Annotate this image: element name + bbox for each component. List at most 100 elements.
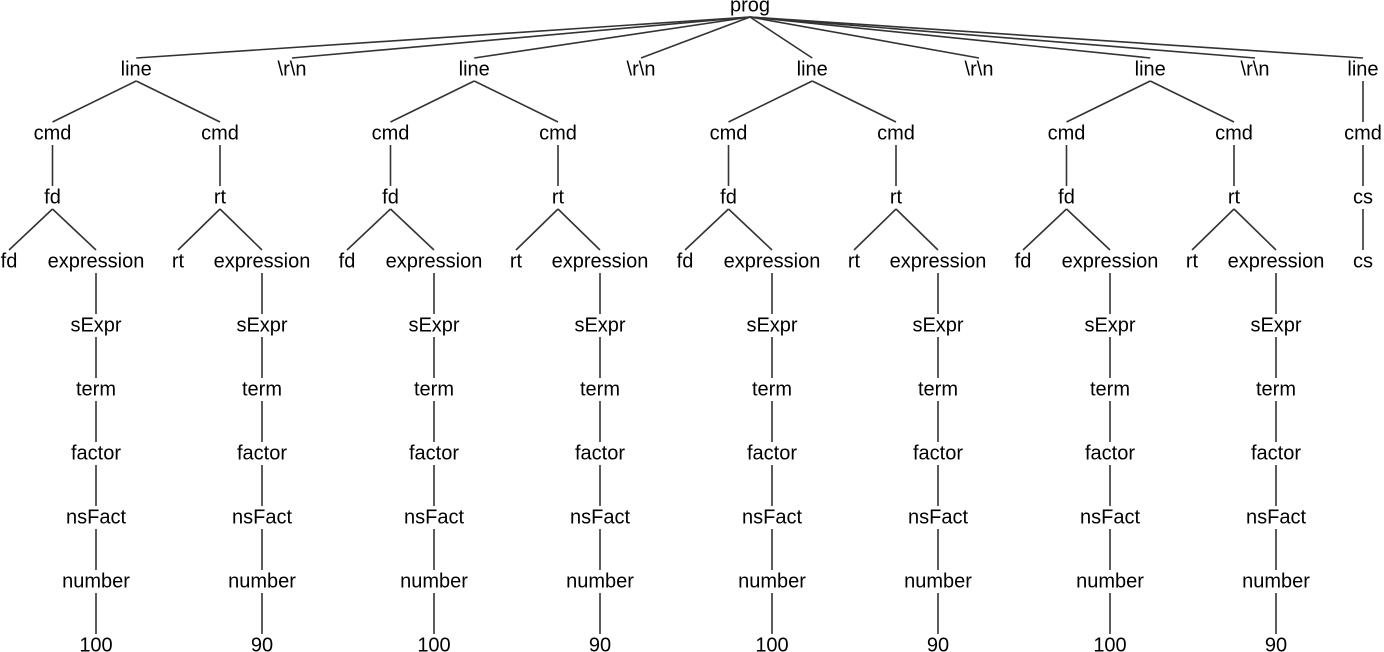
tree-node-line: line [797,58,828,80]
tree-node-expression: expression [386,250,483,272]
tree-node-term: term [414,378,454,400]
tree-node-fd: fd [1015,250,1032,272]
tree-node-line: line [1347,58,1378,80]
tree-edge [557,208,601,251]
tree-node-expression: expression [1062,250,1159,272]
tree-edge [52,80,137,123]
tree-node-nsfact: nsFact [908,506,968,528]
tree-node-number: number [1242,570,1310,592]
tree-node-nsfact: nsFact [742,506,802,528]
tree-node-cmd: cmd [710,122,748,144]
tree-edge [474,16,751,59]
tree-node-cmd: cmd [1215,122,1253,144]
tree-node-nsfact: nsFact [570,506,630,528]
tree-node-sexpr: sExpr [236,314,287,336]
tree-edge [749,16,813,59]
tree-node-sexpr: sExpr [70,314,121,336]
tree-node-number: number [904,570,972,592]
tree-edge [1066,80,1151,123]
tree-node-fd: fd [677,250,694,272]
tree-node-rn: \r\n [278,58,307,80]
tree-node-expression: expression [890,250,987,272]
tree-node-line: line [459,58,490,80]
tree-node-nsfact: nsFact [232,506,292,528]
tree-node-term: term [918,378,958,400]
tree-node-cs: cs [1353,250,1373,272]
tree-node-factor: factor [409,442,459,464]
tree-node-term: term [1256,378,1296,400]
tree-node-expression: expression [552,250,649,272]
tree-node-90: 90 [927,634,949,652]
tree-node-fd: fd [720,186,737,208]
tree-node-sexpr: sExpr [912,314,963,336]
tree-node-number: number [400,570,468,592]
tree-node-factor: factor [575,442,625,464]
tree-node-cs: cs [1353,186,1373,208]
tree-node-cmd: cmd [1344,122,1382,144]
tree-node-cmd: cmd [372,122,410,144]
tree-edge [177,208,221,251]
tree-edge [135,80,221,123]
tree-edge [51,208,97,251]
tree-node-rt: rt [848,250,861,272]
tree-node-term: term [752,378,792,400]
tree-edge [219,208,263,251]
tree-edge [1191,208,1235,251]
tree-edge [136,16,751,59]
tree-node-factor: factor [913,442,963,464]
tree-node-rt: rt [890,186,903,208]
tree-node-line: line [1135,58,1166,80]
tree-node-sexpr: sExpr [1250,314,1301,336]
tree-node-expression: expression [48,250,145,272]
tree-node-100: 100 [755,634,788,652]
tree-node-prog: prog [730,0,770,16]
tree-edge [749,16,1256,59]
tree-node-term: term [242,378,282,400]
tree-node-factor: factor [71,442,121,464]
tree-node-sexpr: sExpr [746,314,797,336]
tree-edge [1065,208,1111,251]
tree-node-cmd: cmd [877,122,915,144]
tree-node-term: term [580,378,620,400]
tree-edge [291,16,751,59]
tree-node-rt: rt [1186,250,1199,272]
tree-node-rt: rt [172,250,185,272]
tree-edge [749,16,980,59]
tree-edge [749,16,1364,59]
tree-edge [389,208,435,251]
tree-node-90: 90 [1265,634,1287,652]
tree-node-expression: expression [1228,250,1325,272]
tree-node-rn: \r\n [1241,58,1270,80]
tree-node-rn: \r\n [627,58,656,80]
tree-edge [853,208,897,251]
tree-node-factor: factor [237,442,287,464]
tree-node-number: number [1076,570,1144,592]
tree-edge [8,208,54,251]
tree-edge [390,80,475,123]
tree-node-fd: fd [44,186,61,208]
tree-edge [1022,208,1068,251]
tree-edge [515,208,559,251]
tree-node-number: number [228,570,296,592]
tree-node-fd: fd [1,250,18,272]
tree-node-sexpr: sExpr [1084,314,1135,336]
tree-edge [346,208,392,251]
tree-node-rt: rt [214,186,227,208]
tree-edge [684,208,730,251]
tree-node-cmd: cmd [1048,122,1086,144]
tree-node-cmd: cmd [34,122,72,144]
tree-node-cmd: cmd [539,122,577,144]
tree-node-number: number [62,570,130,592]
tree-node-90: 90 [251,634,273,652]
tree-node-rt: rt [552,186,565,208]
tree-node-sexpr: sExpr [408,314,459,336]
tree-edge [728,80,813,123]
tree-node-term: term [1090,378,1130,400]
tree-node-90: 90 [589,634,611,652]
tree-node-expression: expression [724,250,821,272]
tree-node-rn: \r\n [965,58,994,80]
tree-node-fd: fd [382,186,399,208]
tree-edge [473,80,559,123]
tree-node-expression: expression [214,250,311,272]
